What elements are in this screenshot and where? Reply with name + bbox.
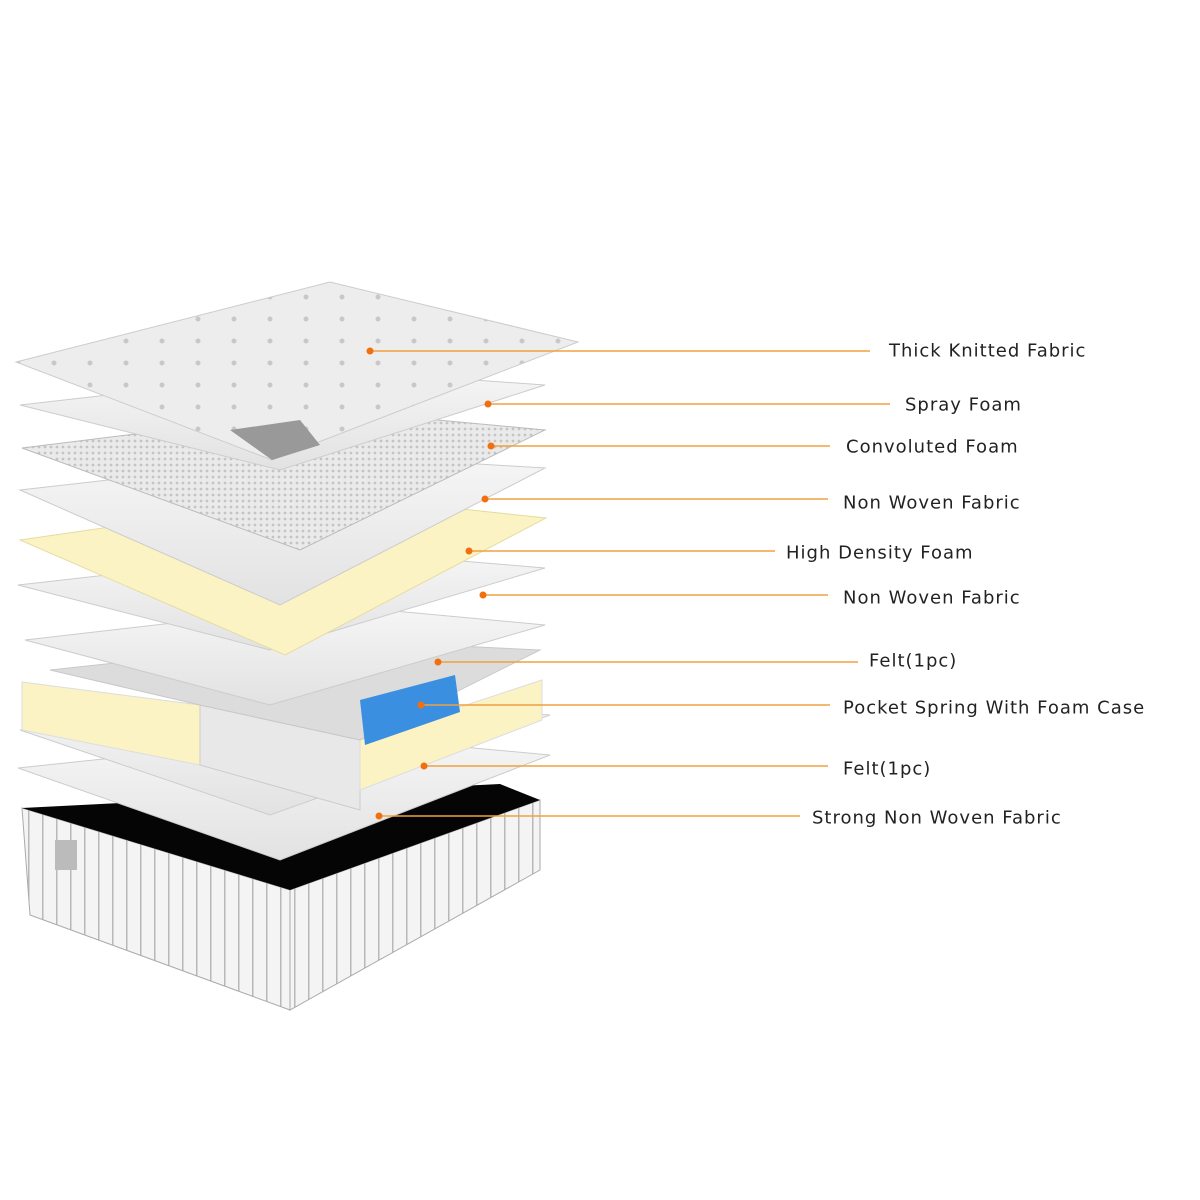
label-felt-lower: Felt(1pc) [843, 758, 932, 780]
leader-dot [479, 591, 487, 599]
leader-dot [484, 400, 492, 408]
leader-dot [375, 812, 383, 820]
label-convoluted-foam: Convoluted Foam [846, 436, 1019, 458]
label-thick-knitted-fabric: Thick Knitted Fabric [889, 340, 1087, 362]
leader-dot [465, 547, 473, 555]
label-pocket-spring: Pocket Spring With Foam Case [843, 697, 1146, 719]
leader-dot [417, 701, 425, 709]
label-high-density-foam: High Density Foam [786, 542, 974, 564]
leader-dot [487, 442, 495, 450]
layer-thick-knitted-fabric [14, 281, 580, 461]
label-non-woven-fabric-2: Non Woven Fabric [843, 587, 1021, 609]
leader-dot [481, 495, 489, 503]
label-spray-foam: Spray Foam [905, 394, 1022, 416]
leader-dot [366, 347, 374, 355]
label-tag [55, 840, 77, 870]
label-felt-upper: Felt(1pc) [869, 650, 958, 672]
leader-dot [420, 762, 428, 770]
leader-dot [434, 658, 442, 666]
corner-tag [230, 420, 320, 460]
label-non-woven-fabric-1: Non Woven Fabric [843, 492, 1021, 514]
label-strong-non-woven-fabric: Strong Non Woven Fabric [812, 807, 1062, 829]
